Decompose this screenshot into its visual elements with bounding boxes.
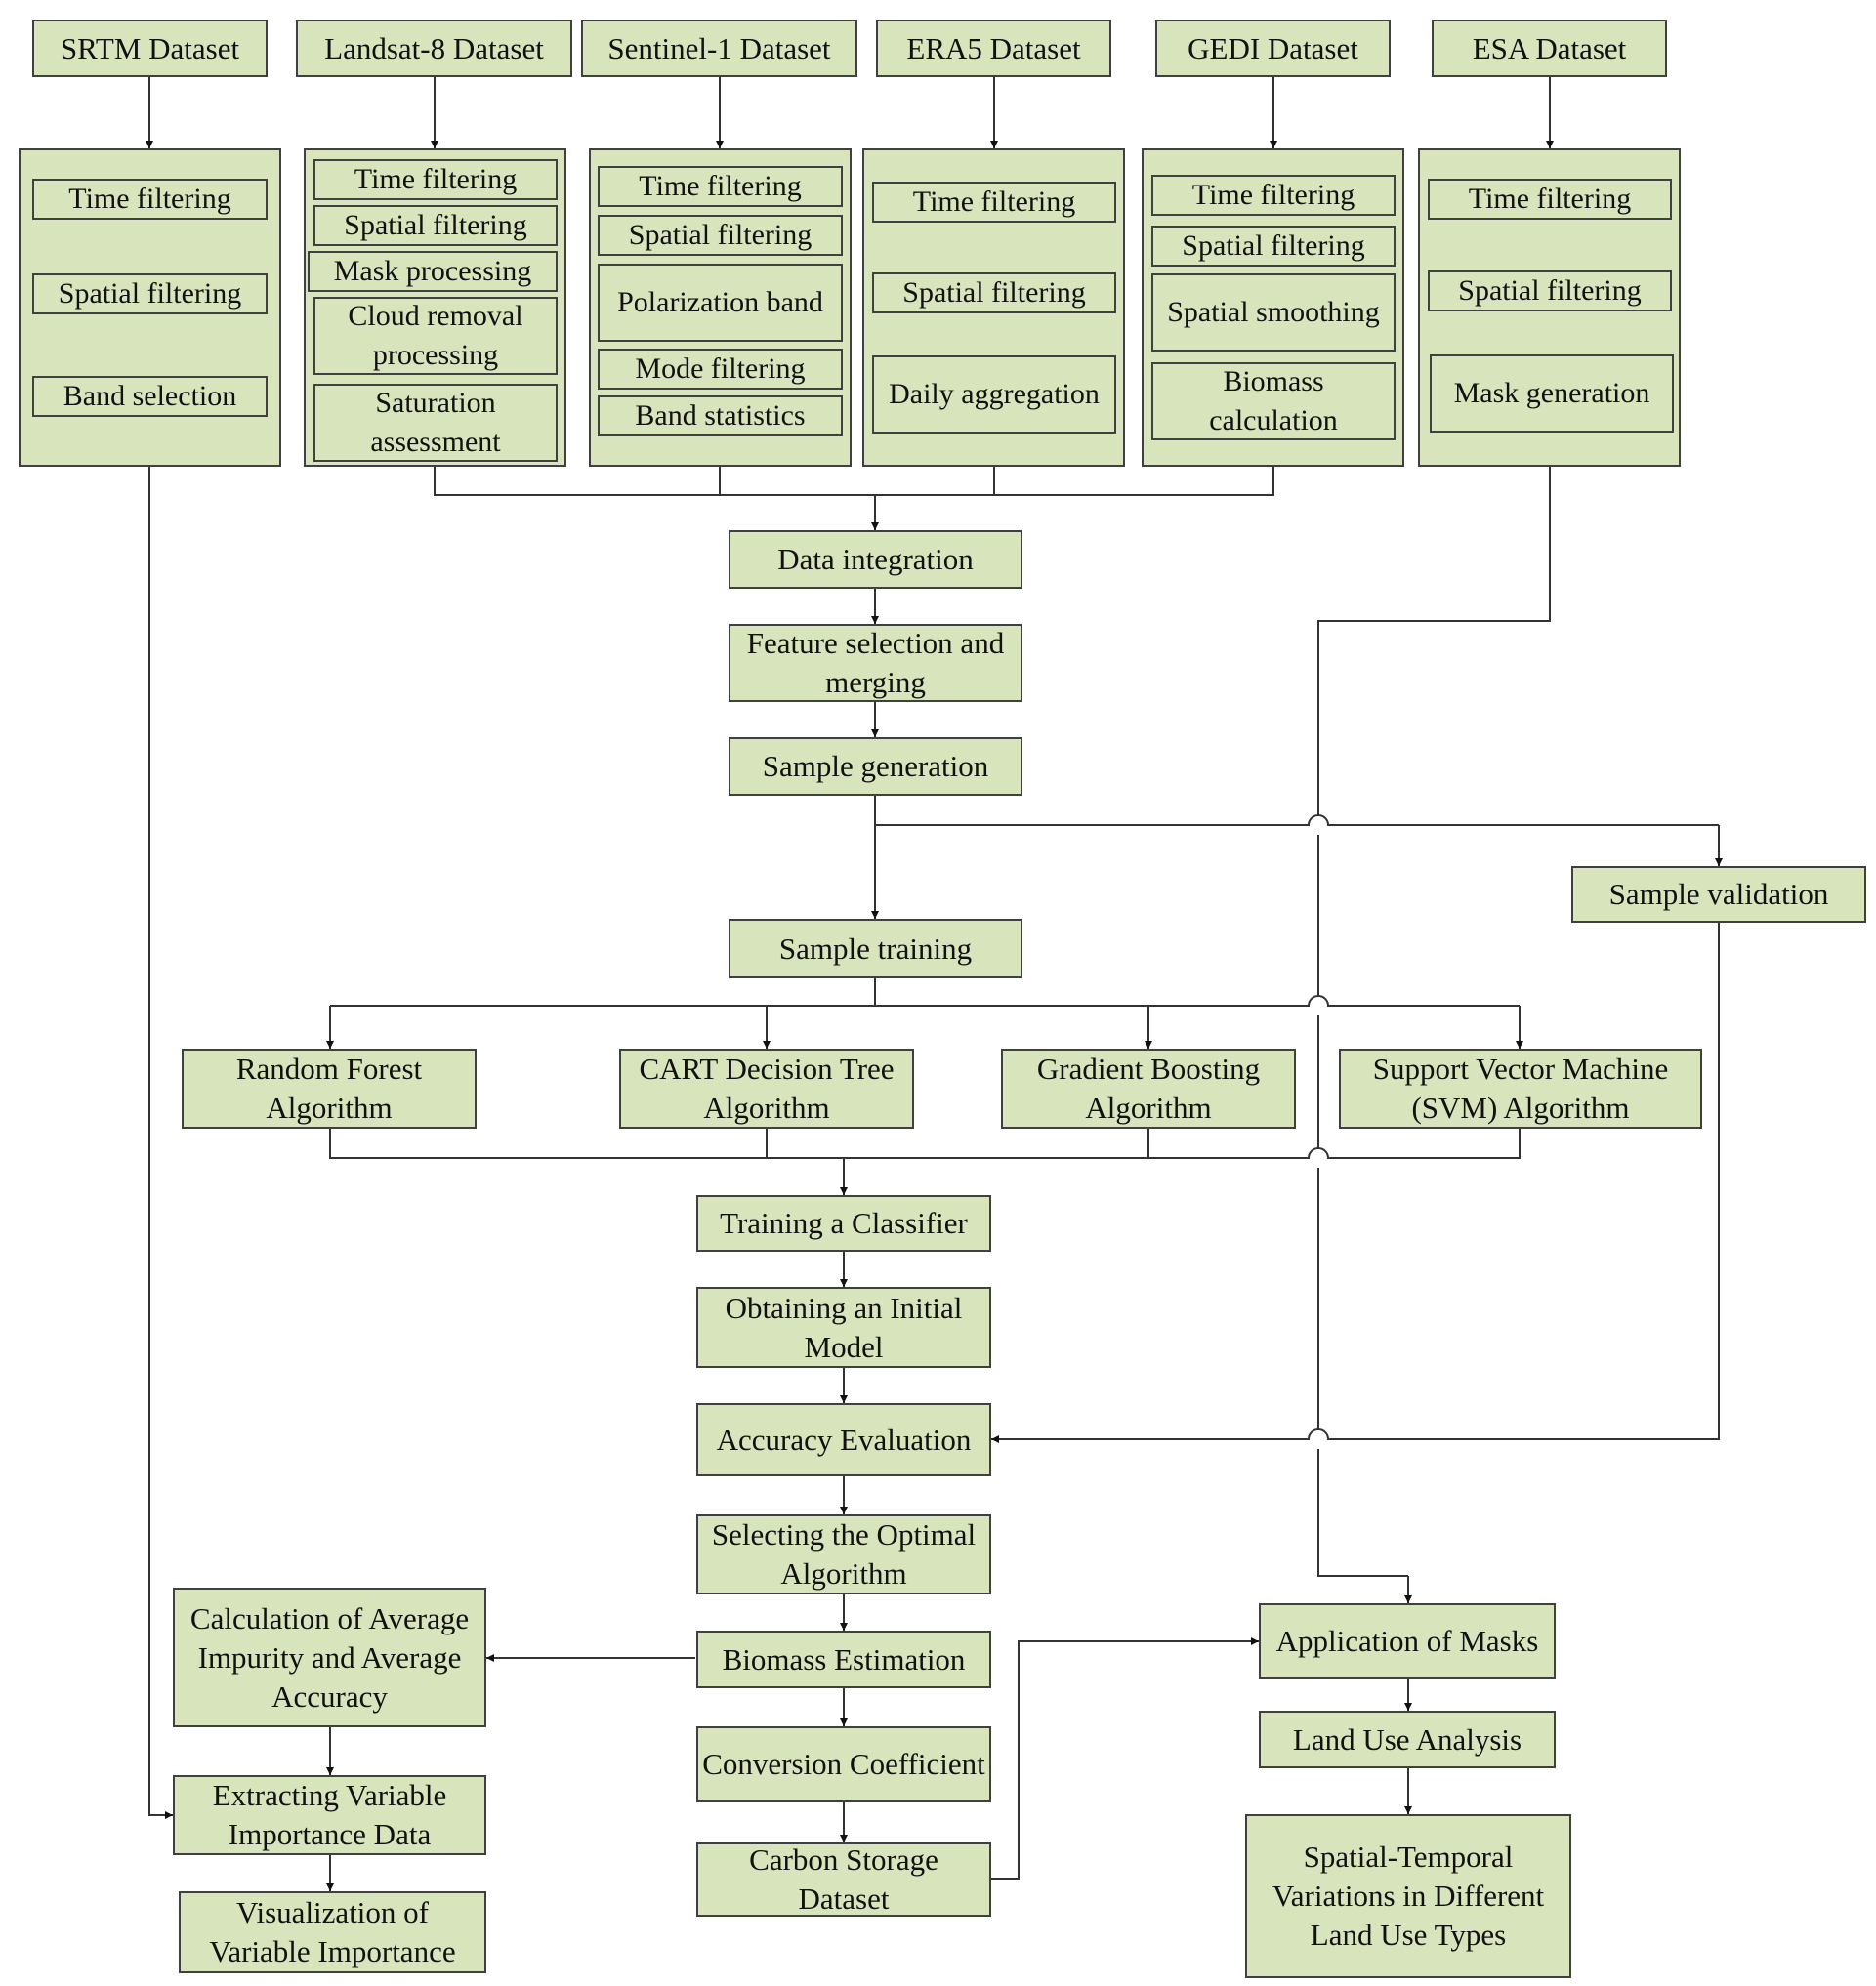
sentinel-time-filtering: Time filtering [598,166,843,207]
landsat-saturation-assessment: Saturation assessment [313,384,558,462]
visualization-variable-importance: Visualization of Variable Importance [179,1891,486,1973]
sample-training: Sample training [729,919,1022,978]
biomass-estimation: Biomass Estimation [696,1631,991,1688]
landsat-spatial-filtering: Spatial filtering [313,205,558,246]
sentinel-spatial-filtering: Spatial filtering [598,215,843,256]
gedi-dataset: GEDI Dataset [1155,20,1391,77]
gradient-boosting-algorithm: Gradient Boosting Algorithm [1001,1049,1296,1129]
landsat-time-filtering: Time filtering [313,159,558,200]
selecting-optimal-algorithm: Selecting the Optimal Algorithm [696,1514,991,1594]
srtm-band-selection: Band selection [32,376,268,417]
cart-decision-tree-algorithm: CART Decision Tree Algorithm [619,1049,914,1129]
land-use-analysis: Land Use Analysis [1259,1711,1556,1768]
application-of-masks: Application of Masks [1259,1603,1556,1679]
random-forest-algorithm: Random Forest Algorithm [182,1049,477,1129]
average-impurity-accuracy: Calculation of Average Impurity and Aver… [173,1588,486,1727]
sentinel-mode-filtering: Mode filtering [598,349,843,390]
srtm-dataset: SRTM Dataset [32,20,268,77]
validation-to-accuracy [991,923,1720,1443]
gedi-biomass-calculation: Biomass calculation [1151,362,1396,440]
initial-model: Obtaining an Initial Model [696,1287,991,1368]
era5-spatial-filtering: Spatial filtering [872,272,1116,313]
carbon-to-masks [990,1637,1259,1880]
era5-daily-aggregation: Daily aggregation [872,355,1116,434]
accuracy-evaluation: Accuracy Evaluation [696,1403,991,1476]
sample-validation: Sample validation [1571,866,1866,923]
merge-algorithms [329,1129,1521,1159]
srtm-to-extract [148,467,173,1819]
sentinel-polarization-band: Polarization band [598,264,843,342]
landsat-dataset: Landsat-8 Dataset [296,20,572,77]
spatial-temporal-variations: Spatial-Temporal Variations in Different… [1245,1814,1571,1978]
esa-dataset: ESA Dataset [1432,20,1667,77]
data-integration: Data integration [729,530,1022,589]
esa-time-filtering: Time filtering [1428,179,1672,220]
landsat-mask-processing: Mask processing [308,251,558,292]
extracting-variable-importance: Extracting Variable Importance Data [173,1775,486,1855]
sample-generation: Sample generation [729,737,1022,796]
esa-spatial-filtering: Spatial filtering [1428,270,1672,311]
era5-dataset: ERA5 Dataset [876,20,1111,77]
era5-time-filtering: Time filtering [872,182,1116,223]
landsat-cloud-removal: Cloud removal processing [313,297,558,375]
srtm-time-filtering: Time filtering [32,179,268,220]
esa-mask-generation: Mask generation [1430,354,1674,433]
feature-selection-merging: Feature selection and merging [729,624,1022,702]
carbon-storage-dataset: Carbon Storage Dataset [696,1842,991,1917]
gedi-spatial-smoothing: Spatial smoothing [1151,273,1396,352]
svm-algorithm: Support Vector Machine (SVM) Algorithm [1339,1049,1702,1129]
sentinel-band-statistics: Band statistics [598,395,843,436]
srtm-spatial-filtering: Spatial filtering [32,273,268,314]
to-sample-validation [875,814,1719,826]
conversion-coefficient: Conversion Coefficient [696,1726,991,1802]
sentinel-dataset: Sentinel-1 Dataset [581,20,857,77]
merge-groups [434,467,1274,496]
gedi-time-filtering: Time filtering [1151,175,1396,216]
gedi-spatial-filtering: Spatial filtering [1151,226,1396,267]
split-algorithms [330,995,1520,1007]
esa-mask-route [1317,467,1551,1577]
training-classifier: Training a Classifier [696,1195,991,1252]
